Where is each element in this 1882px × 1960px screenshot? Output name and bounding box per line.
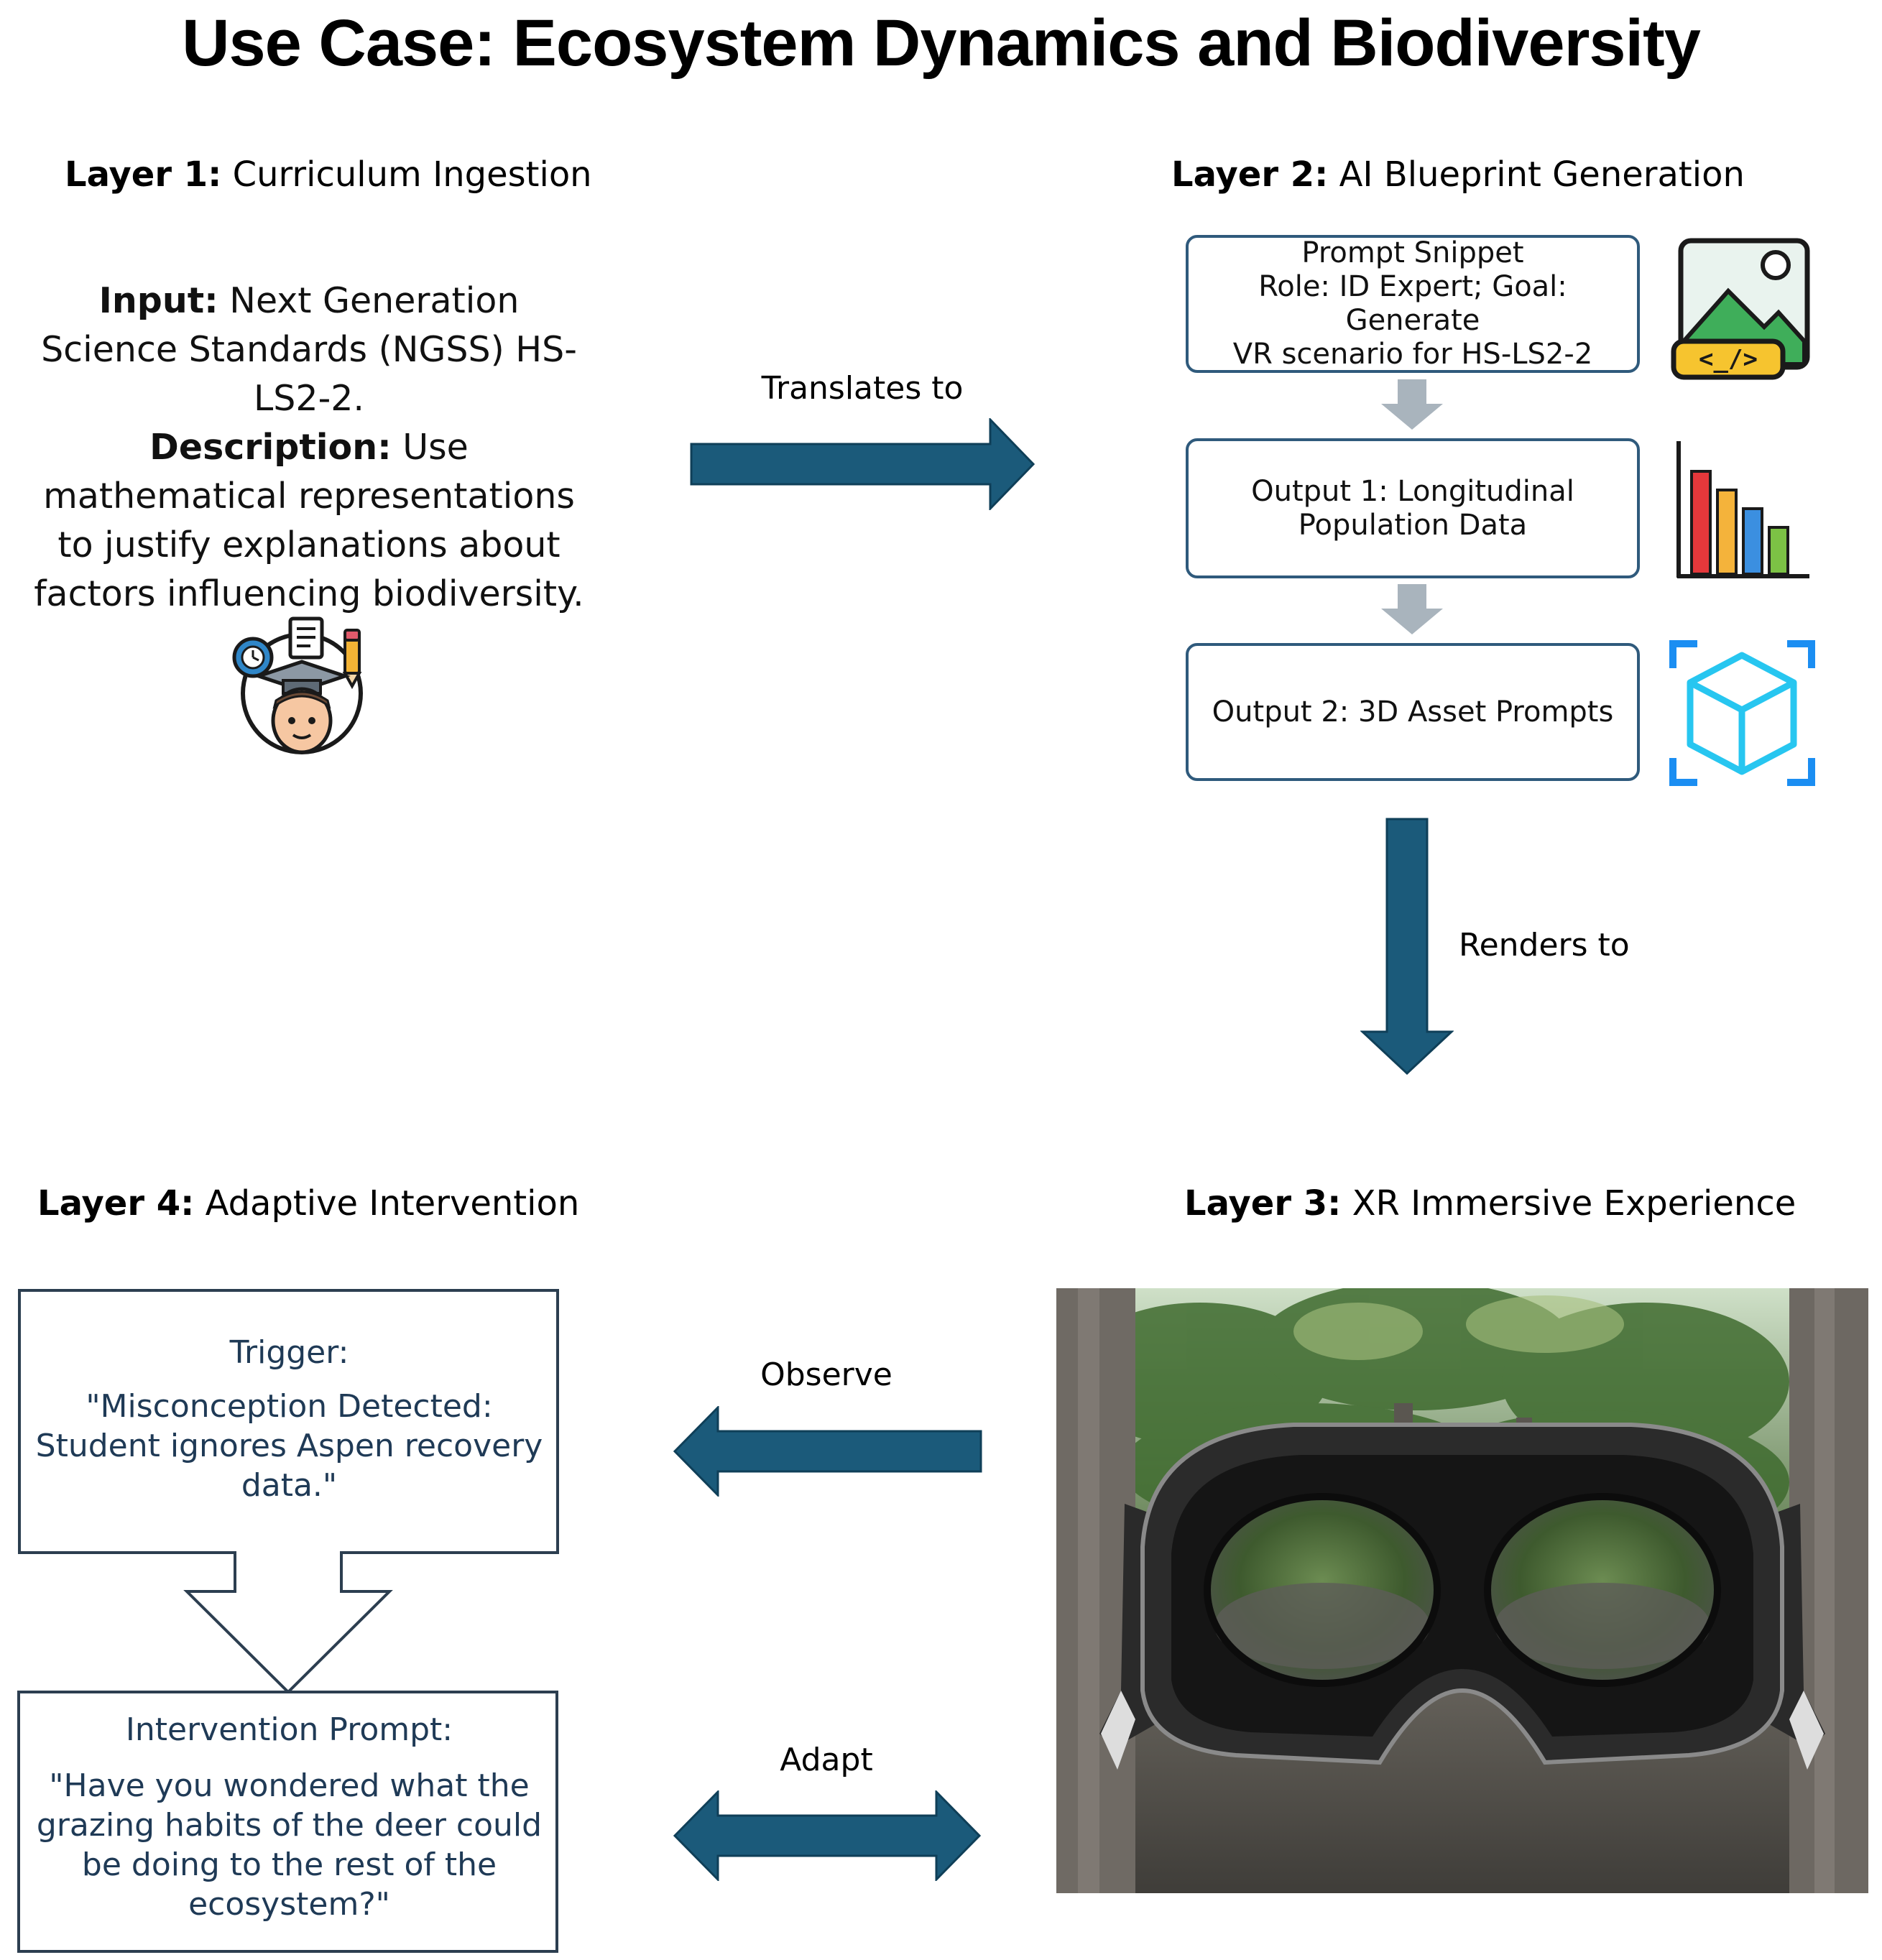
intervention-text: "Have you wondered what the grazing habi… xyxy=(36,1767,543,1923)
layer4-heading: Layer 4: Adaptive Intervention xyxy=(37,1183,580,1224)
adapt-arrow xyxy=(673,1790,982,1881)
layer1-heading: Layer 1: Curriculum Ingestion xyxy=(65,154,592,195)
description-text: Use mathematical representations to just… xyxy=(34,427,584,614)
input-text: Next Generation Science Standards (NGSS)… xyxy=(41,280,577,419)
description-label: Description: xyxy=(149,427,392,468)
input-label: Input: xyxy=(98,280,218,321)
intervention-label: Intervention Prompt: xyxy=(125,1711,453,1748)
layer2-heading: Layer 2: AI Blueprint Generation xyxy=(1171,154,1745,195)
renders-label: Renders to xyxy=(1459,927,1630,963)
output2-line1: Output 2: 3D Asset Prompts xyxy=(1212,695,1614,729)
output2-box: Output 2: 3D Asset Prompts xyxy=(1186,643,1640,781)
translates-label: Translates to xyxy=(761,370,964,407)
prompt-snippet-box: Prompt Snippet Role: ID Expert; Goal: Ge… xyxy=(1186,235,1640,373)
output1-box: Output 1: Longitudinal Population Data xyxy=(1186,438,1640,578)
3d-cube-icon xyxy=(1669,640,1815,786)
vr-headset-forest-image xyxy=(1056,1288,1868,1893)
student-curriculum-icon xyxy=(232,616,363,754)
translates-arrow xyxy=(690,418,1035,510)
layer1-body: Input: Next Generation Science Standards… xyxy=(29,277,589,619)
output1-line1: Output 1: Longitudinal xyxy=(1251,474,1574,508)
svg-text:<_/>: <_/> xyxy=(1699,345,1758,374)
trigger-callout-shape xyxy=(18,1289,559,1694)
renders-arrow xyxy=(1360,818,1454,1076)
observe-label: Observe xyxy=(760,1356,892,1393)
bar-chart-icon xyxy=(1676,441,1809,578)
prompt-snippet-role: Role: ID Expert; Goal: Generate xyxy=(1258,270,1567,337)
prompt-snippet-title: Prompt Snippet xyxy=(1301,236,1524,269)
output1-line2: Population Data xyxy=(1298,508,1528,542)
trigger-text: "Misconception Detected: Student ignores… xyxy=(35,1388,543,1504)
prompt-snippet-goal: VR scenario for HS-LS2-2 xyxy=(1232,338,1593,371)
intervention-box xyxy=(17,1691,558,1953)
trigger-label: Trigger: xyxy=(229,1334,349,1371)
down-arrow-gray-1 xyxy=(1381,379,1443,430)
adapt-label: Adapt xyxy=(780,1742,873,1778)
page-title: Use Case: Ecosystem Dynamics and Biodive… xyxy=(182,6,1701,80)
layer3-heading: Layer 3: XR Immersive Experience xyxy=(1184,1183,1796,1224)
observe-arrow xyxy=(673,1406,982,1497)
image-code-icon: <_/> xyxy=(1671,238,1810,380)
down-arrow-gray-2 xyxy=(1381,584,1443,634)
